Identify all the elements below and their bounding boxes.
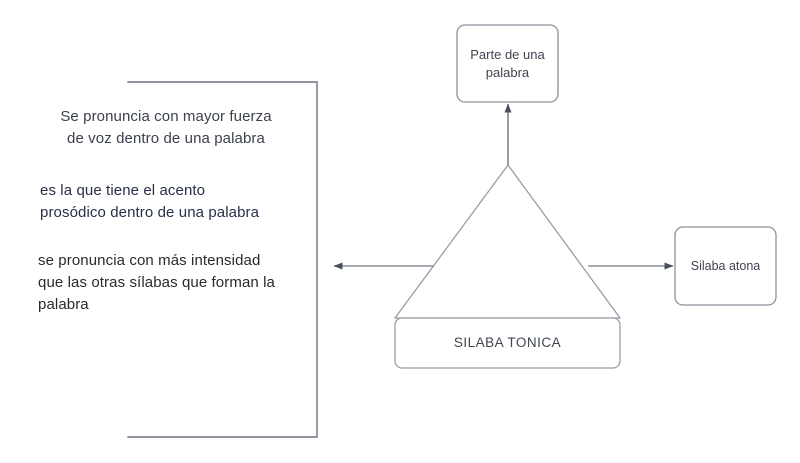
node-parte-de-una-palabra-shape[interactable] (456, 24, 559, 103)
bracket-notes-panel (127, 81, 318, 438)
note-mas-intensidad: se pronuncia con más intensidad que las … (38, 252, 275, 313)
note-pronuncia-fuerza: Se pronuncia con mayor fuerza de voz den… (60, 108, 272, 147)
node-silaba-atona-shape[interactable] (674, 226, 777, 306)
node-silaba-tonica-shape[interactable] (394, 317, 621, 369)
note-acento-prosodico: es la que tiene el acento prosódico dent… (40, 182, 260, 221)
triangle-silaba-tonica (393, 163, 622, 319)
